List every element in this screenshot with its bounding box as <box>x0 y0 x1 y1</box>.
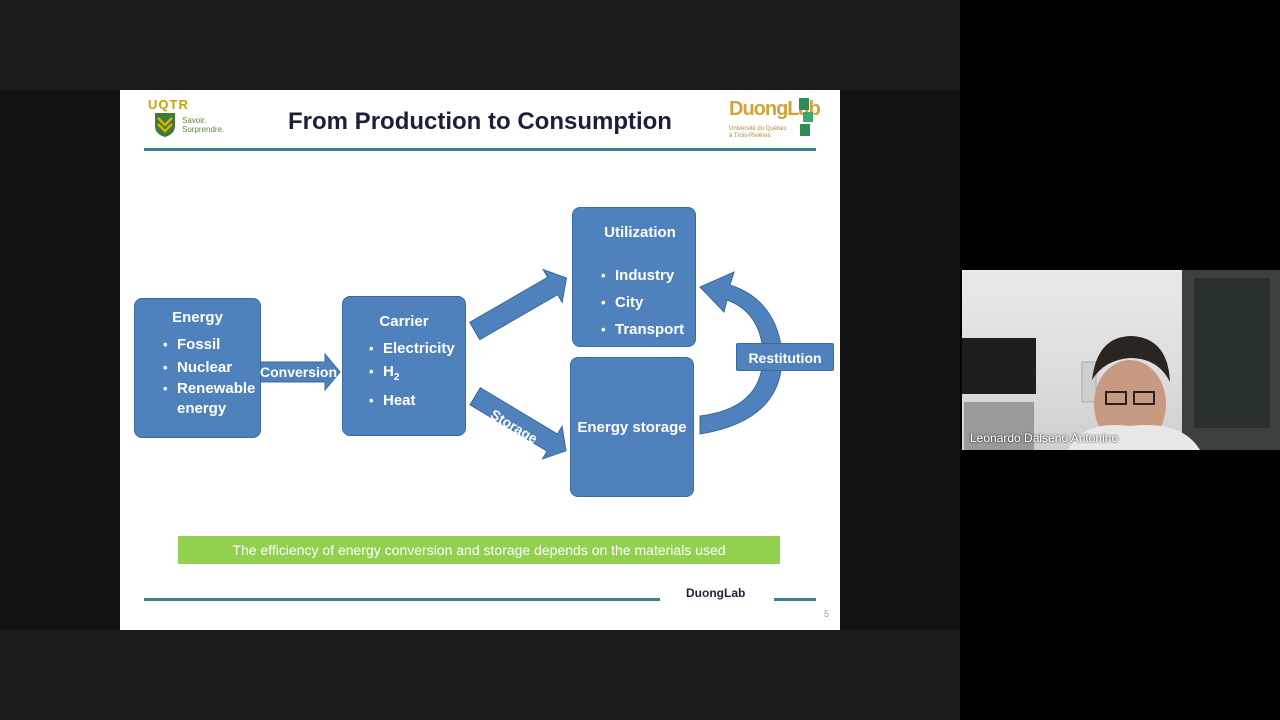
list-item: Fossil <box>163 333 272 356</box>
efficiency-banner: The efficiency of energy conversion and … <box>178 536 780 564</box>
slide-number: 5 <box>824 609 830 619</box>
list-item: Industry <box>601 262 709 289</box>
energy-list: Fossil Nuclear Renewable energy <box>163 333 272 419</box>
energy-box: Energy Fossil Nuclear Renewable energy <box>134 298 261 438</box>
uqtr-tagline-1: Savoir. <box>182 116 207 125</box>
conversion-label: Conversion <box>260 364 338 380</box>
list-item: Electricity <box>369 337 478 360</box>
shared-screen-area: UQTR Savoir. Surprendre. From Production… <box>0 0 960 720</box>
list-item: Heat <box>369 389 478 412</box>
footer-brand: DuongLab <box>686 586 746 600</box>
restitution-box-title: Restitution <box>748 350 822 366</box>
footer-divider-right <box>774 598 816 601</box>
carrier-box-title: Carrier <box>379 313 429 330</box>
title-divider <box>144 148 816 151</box>
storage-arrow <box>469 386 567 460</box>
energy-storage-box-title: Energy storage <box>577 419 687 436</box>
stage-bottom-bar <box>0 630 960 720</box>
h2-subscript: 2 <box>393 372 400 383</box>
restitution-arrow <box>699 271 783 435</box>
list-item: H2 <box>369 360 478 389</box>
presentation-slide: UQTR Savoir. Surprendre. From Production… <box>120 90 840 630</box>
list-item: Nuclear <box>163 356 272 379</box>
carrier-box: Carrier Electricity H2 Heat <box>342 296 466 436</box>
uqtr-crest-icon <box>155 113 175 137</box>
utilization-box-title: Utilization <box>604 224 676 241</box>
slide-title: From Production to Consumption <box>288 108 672 135</box>
list-item: Renewable energy <box>163 379 272 419</box>
energy-box-title: Energy <box>172 309 223 326</box>
participant-video-feed <box>962 270 1280 450</box>
flow-diagram-arrows <box>259 268 783 460</box>
duonglab-logo-mark-icon <box>799 98 813 136</box>
h2-symbol: H <box>383 363 394 380</box>
stage-top-bar <box>0 0 960 90</box>
uqtr-logo-word: UQTR <box>148 97 189 112</box>
participant-name: Leonardo Dalseno Antonino <box>970 431 1119 445</box>
duonglab-logo-word: DuongLab <box>729 98 821 120</box>
restitution-box: Restitution <box>736 343 834 371</box>
duonglab-logo-subtitle: Université du Québec à Trois-Rivières <box>729 126 787 139</box>
utilization-box: Utilization Industry City Transport <box>572 207 696 347</box>
participant-video-tile[interactable]: Leonardo Dalseno Antonino <box>962 270 1280 450</box>
consumption-arrow <box>469 268 568 341</box>
list-item: Transport <box>601 316 709 343</box>
utilization-list: Industry City Transport <box>601 262 709 343</box>
uqtr-tagline-2: Surprendre. <box>182 125 225 134</box>
list-item: City <box>601 289 709 316</box>
energy-storage-box: Energy storage <box>570 357 694 497</box>
footer-divider-left <box>144 598 660 601</box>
carrier-list: Electricity H2 Heat <box>369 337 478 412</box>
